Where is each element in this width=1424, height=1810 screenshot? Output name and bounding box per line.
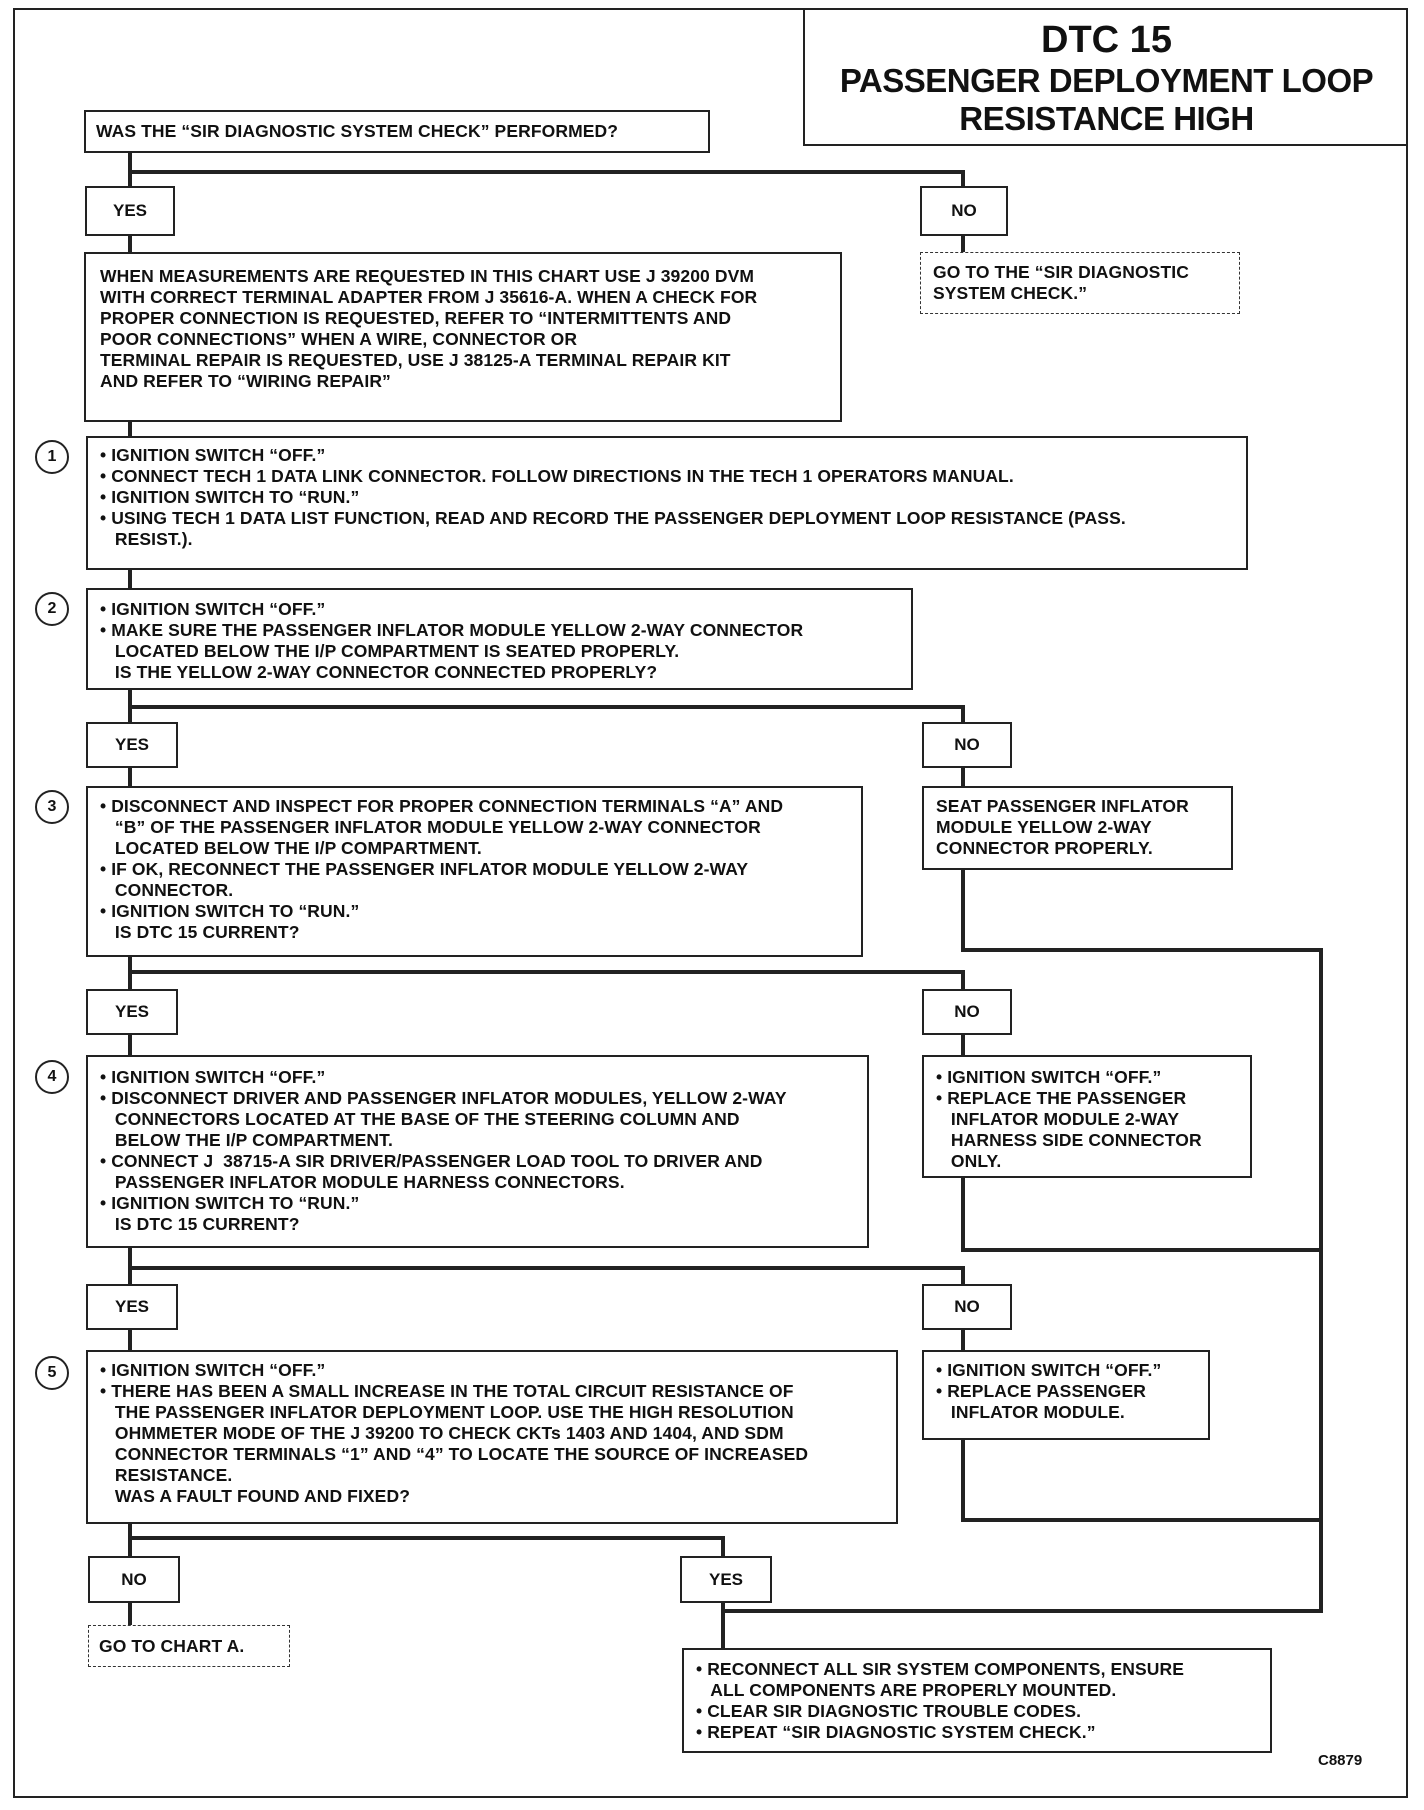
step-3-line: CONNECTOR.	[100, 880, 234, 900]
step-5-line: RESISTANCE.	[100, 1465, 233, 1485]
step-2-line: LOCATED BELOW THE I/P COMPARTMENT IS SEA…	[100, 641, 680, 661]
final-action-line: ALL COMPONENTS ARE PROPERLY MOUNTED.	[696, 1680, 1117, 1700]
step-3-line: • IGNITION SWITCH TO “RUN.”	[100, 901, 360, 921]
s4-no-action-box: • IGNITION SWITCH “OFF.” • REPLACE PASSE…	[922, 1350, 1210, 1440]
step-1-line: • IGNITION SWITCH TO “RUN.”	[100, 487, 360, 507]
s4-no-action-line: • IGNITION SWITCH “OFF.”	[936, 1360, 1162, 1380]
final-action-box: • RECONNECT ALL SIR SYSTEM COMPONENTS, E…	[682, 1648, 1272, 1753]
connector-start	[128, 150, 965, 188]
step-1-line: • USING TECH 1 DATA LIST FUNCTION, READ …	[100, 508, 1126, 528]
step-1-line: RESIST.).	[100, 529, 193, 549]
chart-code: C8879	[1318, 1752, 1363, 1769]
s2-no-action-line: CONNECTOR PROPERLY.	[936, 838, 1153, 858]
return-bus	[721, 866, 1323, 1613]
step-3-box: • DISCONNECT AND INSPECT FOR PROPER CONN…	[86, 786, 863, 957]
step-4-line: • IGNITION SWITCH “OFF.”	[100, 1067, 326, 1087]
step-3-line: LOCATED BELOW THE I/P COMPARTMENT.	[100, 838, 482, 858]
s4-no-action-line: INFLATOR MODULE.	[936, 1402, 1125, 1422]
step-number-1: 1	[35, 440, 69, 474]
step-number-2: 2	[35, 592, 69, 626]
step-1-box: • IGNITION SWITCH “OFF.” • CONNECT TECH …	[86, 436, 1248, 570]
s3-no-action-line: ONLY.	[936, 1151, 1002, 1171]
start-question-box: WAS THE “SIR DIAGNOSTIC SYSTEM CHECK” PE…	[84, 110, 710, 153]
start-no-action-line: GO TO THE “SIR DIAGNOSTIC	[933, 262, 1189, 282]
step-4-line: • IGNITION SWITCH TO “RUN.”	[100, 1193, 360, 1213]
step-4-line: BELOW THE I/P COMPARTMENT.	[100, 1130, 393, 1150]
s2-yes-label: YES	[86, 722, 178, 768]
step-5-line: • IGNITION SWITCH “OFF.”	[100, 1360, 326, 1380]
step-5-line: WAS A FAULT FOUND AND FIXED?	[100, 1486, 410, 1506]
connector-s2	[128, 686, 965, 724]
final-action-line: • CLEAR SIR DIAGNOSTIC TROUBLE CODES.	[696, 1701, 1082, 1721]
start-no-action-box: GO TO THE “SIR DIAGNOSTIC SYSTEM CHECK.”	[920, 252, 1240, 314]
s3-no-action-line: • IGNITION SWITCH “OFF.”	[936, 1067, 1162, 1087]
s2-no-action-box: SEAT PASSENGER INFLATOR MODULE YELLOW 2-…	[922, 786, 1233, 870]
step-4-line: • CONNECT J 38715-A SIR DRIVER/PASSENGER…	[100, 1151, 763, 1171]
step-4-box: • IGNITION SWITCH “OFF.” • DISCONNECT DR…	[86, 1055, 869, 1248]
title-line3: RESISTANCE HIGH	[959, 100, 1254, 137]
intro-line: TERMINAL REPAIR IS REQUESTED, USE J 3812…	[100, 350, 731, 370]
step-number-3: 3	[35, 790, 69, 824]
s4-no-action-line: • REPLACE PASSENGER	[936, 1381, 1146, 1401]
step-3-line: • DISCONNECT AND INSPECT FOR PROPER CONN…	[100, 796, 784, 816]
s3-no-label: NO	[922, 989, 1012, 1035]
connector-s5	[128, 1522, 725, 1558]
s5-no-label: NO	[88, 1556, 180, 1603]
intro-line: PROPER CONNECTION IS REQUESTED, REFER TO…	[100, 308, 732, 328]
start-no-action-line: SYSTEM CHECK.”	[933, 283, 1088, 303]
step-5-line: CONNECTOR TERMINALS “1” AND “4” TO LOCAT…	[100, 1444, 809, 1464]
start-no-label: NO	[920, 186, 1008, 236]
intro-line: WITH CORRECT TERMINAL ADAPTER FROM J 356…	[100, 287, 758, 307]
step-5-line: THE PASSENGER INFLATOR DEPLOYMENT LOOP. …	[100, 1402, 794, 1422]
intro-note-box: WHEN MEASUREMENTS ARE REQUESTED IN THIS …	[84, 252, 842, 422]
step-5-line: • THERE HAS BEEN A SMALL INCREASE IN THE…	[100, 1381, 794, 1401]
step-2-box: • IGNITION SWITCH “OFF.” • MAKE SURE THE…	[86, 588, 913, 690]
step-5-box: • IGNITION SWITCH “OFF.” • THERE HAS BEE…	[86, 1350, 898, 1524]
s2-no-action-line: SEAT PASSENGER INFLATOR	[936, 796, 1189, 816]
step-3-line: “B” OF THE PASSENGER INFLATOR MODULE YEL…	[100, 817, 761, 837]
s3-no-action-line: INFLATOR MODULE 2-WAY	[936, 1109, 1180, 1129]
intro-line: AND REFER TO “WIRING REPAIR”	[100, 371, 391, 391]
step-4-line: • DISCONNECT DRIVER AND PASSENGER INFLAT…	[100, 1088, 787, 1108]
start-yes-label: YES	[85, 186, 175, 236]
s4-yes-label: YES	[86, 1284, 178, 1330]
s5-yes-label: YES	[680, 1556, 772, 1603]
go-to-chart-a: GO TO CHART A.	[99, 1635, 245, 1656]
step-2-line: IS THE YELLOW 2-WAY CONNECTOR CONNECTED …	[100, 662, 658, 682]
step-number-5: 5	[35, 1356, 69, 1390]
intro-line: WHEN MEASUREMENTS ARE REQUESTED IN THIS …	[100, 266, 755, 286]
title-dtc: DTC 15	[1041, 19, 1172, 61]
chart-title: DTC 15 PASSENGER DEPLOYMENT LOOP RESISTA…	[803, 8, 1408, 146]
s2-no-action-line: MODULE YELLOW 2-WAY	[936, 817, 1152, 837]
step-1-line: • CONNECT TECH 1 DATA LINK CONNECTOR. FO…	[100, 466, 1014, 486]
connector-s3	[128, 955, 965, 991]
final-action-line: • RECONNECT ALL SIR SYSTEM COMPONENTS, E…	[696, 1659, 1185, 1679]
step-4-line: PASSENGER INFLATOR MODULE HARNESS CONNEC…	[100, 1172, 625, 1192]
start-question: WAS THE “SIR DIAGNOSTIC SYSTEM CHECK” PE…	[96, 121, 619, 141]
s3-no-action-line: • REPLACE THE PASSENGER	[936, 1088, 1187, 1108]
step-2-line: • IGNITION SWITCH “OFF.”	[100, 599, 326, 619]
s3-no-action-line: HARNESS SIDE CONNECTOR	[936, 1130, 1202, 1150]
title-line2: PASSENGER DEPLOYMENT LOOP	[839, 62, 1374, 99]
step-4-line: CONNECTORS LOCATED AT THE BASE OF THE ST…	[100, 1109, 740, 1129]
s3-yes-label: YES	[86, 989, 178, 1035]
s2-no-label: NO	[922, 722, 1012, 768]
s4-no-label: NO	[922, 1284, 1012, 1330]
step-3-line: • IF OK, RECONNECT THE PASSENGER INFLATO…	[100, 859, 749, 879]
final-action-line: • REPEAT “SIR DIAGNOSTIC SYSTEM CHECK.”	[696, 1722, 1096, 1742]
connector-s4	[128, 1246, 965, 1286]
step-3-line: IS DTC 15 CURRENT?	[100, 922, 300, 942]
page-frame	[13, 8, 1408, 1798]
step-number-4: 4	[35, 1060, 69, 1094]
step-2-line: • MAKE SURE THE PASSENGER INFLATOR MODUL…	[100, 620, 804, 640]
step-5-line: OHMMETER MODE OF THE J 39200 TO CHECK CK…	[100, 1423, 784, 1443]
step-4-line: IS DTC 15 CURRENT?	[100, 1214, 300, 1234]
go-to-chart-a-box: GO TO CHART A.	[88, 1625, 290, 1667]
step-1-line: • IGNITION SWITCH “OFF.”	[100, 445, 326, 465]
intro-line: POOR CONNECTIONS” WHEN A WIRE, CONNECTOR…	[100, 329, 578, 349]
s3-no-action-box: • IGNITION SWITCH “OFF.” • REPLACE THE P…	[922, 1055, 1252, 1178]
